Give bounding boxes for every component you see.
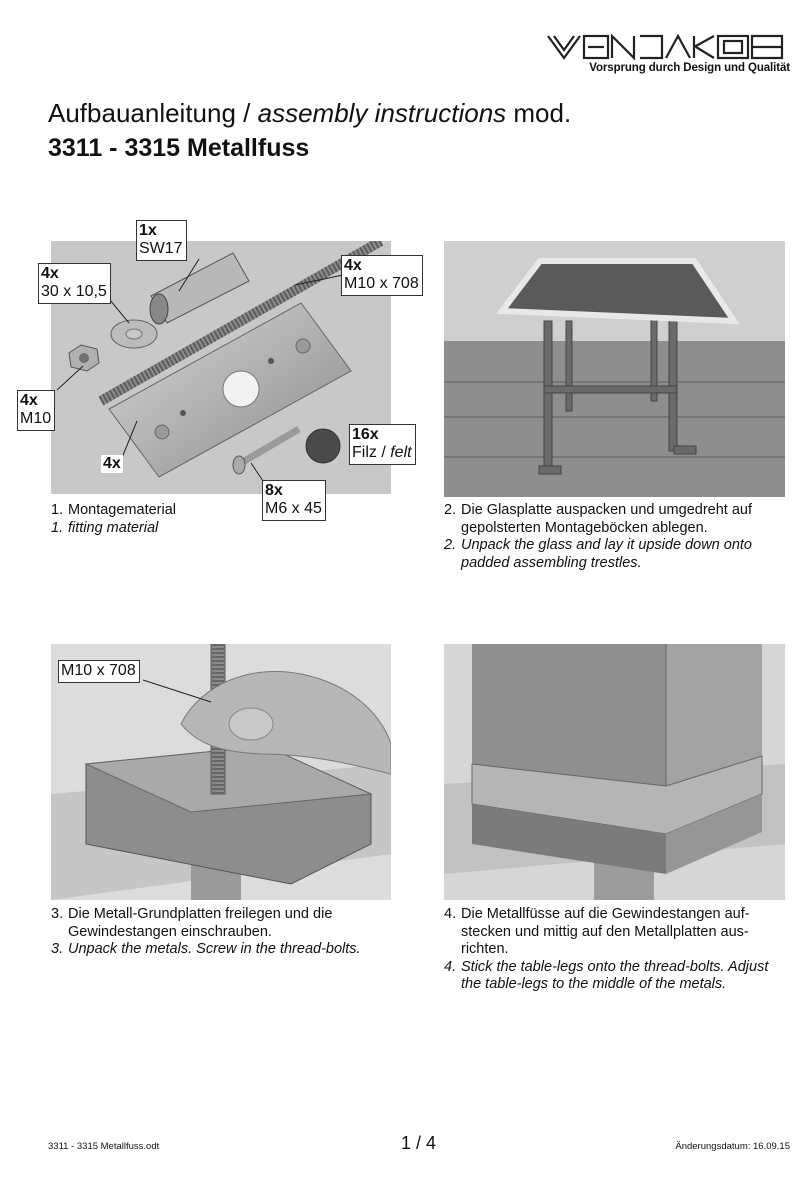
callout-threaded-rod-step3: M10 x 708 — [58, 660, 140, 683]
step4-text-en: Stick the table-legs onto the thread-bol… — [461, 958, 769, 993]
footer-filename: 3311 - 3315 Metallfuss.odt — [48, 1141, 160, 1152]
step4-number: 4. — [444, 906, 457, 922]
callout-socket-qty: 1x — [139, 222, 157, 239]
title-german: Aufbauanleitung / — [48, 98, 258, 128]
callout-base-plate: 4x — [101, 455, 123, 473]
step4-caption: 4.Die Metallfüsse auf die Gewindestangen… — [444, 906, 780, 994]
callout-screw-qty: 8x — [265, 482, 283, 499]
callout-rod-label: M10 x 708 — [344, 275, 419, 292]
callout-felt-label-de: Filz / — [352, 444, 391, 461]
step1-text-en: fitting material — [68, 519, 159, 536]
callout-washer-qty: 4x — [41, 265, 59, 282]
callout-washer: 4x 30 x 10,5 — [38, 263, 111, 304]
step3-number: 3. — [51, 906, 64, 922]
venjakob-logo-mark — [547, 34, 784, 60]
table-leg-photo — [444, 644, 785, 900]
callout-nut: 4x M10 — [17, 390, 56, 431]
title-suffix: mod. — [506, 98, 572, 128]
callout-socket-label: SW17 — [139, 240, 183, 257]
step1-caption: 1.Montagematerial 1.fitting material — [51, 502, 251, 537]
step3-number-en: 3. — [51, 941, 64, 957]
step2-caption: 2.Die Glasplatte auspacken und umgedreht… — [444, 502, 784, 572]
brand-logo — [546, 34, 790, 80]
callout-nut-label: M10 — [20, 410, 52, 427]
callout-screw-label: M6 x 45 — [265, 500, 322, 517]
thread-bolt-photo — [51, 644, 391, 900]
step2-number-en: 2. — [444, 537, 457, 553]
page-number: 1 / 4 — [401, 1133, 437, 1153]
callout-socket-wrench: 1x SW17 — [136, 220, 187, 261]
step1-text-de: Montagematerial — [68, 502, 176, 518]
callout-threaded-rod: 4x M10 x 708 — [341, 255, 423, 296]
step2-text-en: Unpack the glass and lay it upside down … — [461, 537, 752, 571]
step3-caption: 3.Die Metall-Grundplatten freilegen und … — [51, 906, 411, 959]
step2-text-de: Die Glasplatte auspacken und umgedreht a… — [461, 502, 752, 536]
callout-nut-qty: 4x — [20, 392, 38, 409]
callout-screw: 8x M6 x 45 — [262, 480, 326, 521]
callout-felt-label-en: felt — [390, 444, 412, 461]
step3-text-en: Unpack the metals. Screw in the thread-b… — [68, 941, 361, 957]
brand-tagline: Vorsprung durch Design und Qualität — [589, 62, 790, 74]
step4-number-en: 4. — [444, 958, 457, 975]
callout-felt-pad: 16x Filz / felt — [349, 424, 416, 465]
step1-number: 1. — [51, 502, 64, 518]
callout-felt-qty: 16x — [352, 426, 379, 443]
step2-number: 2. — [444, 502, 457, 518]
step1-number-en: 1. — [51, 519, 64, 536]
footer-revision-date: Änderungsdatum: 16.09.15 — [675, 1141, 790, 1152]
callout-rod-qty: 4x — [344, 257, 362, 274]
page-subtitle: 3311 - 3315 Metallfuss — [48, 134, 310, 162]
callout-washer-label: 30 x 10,5 — [41, 283, 107, 300]
page-title: Aufbauanleitung / assembly instructions … — [48, 98, 571, 128]
step3-text-de: Die Metall-Grundplatten freilegen und di… — [68, 906, 333, 940]
glass-table-photo — [444, 241, 785, 497]
step4-text-de: Die Metallfüsse auf die Gewindestangen a… — [461, 906, 750, 957]
title-english: assembly instructions — [257, 98, 507, 128]
